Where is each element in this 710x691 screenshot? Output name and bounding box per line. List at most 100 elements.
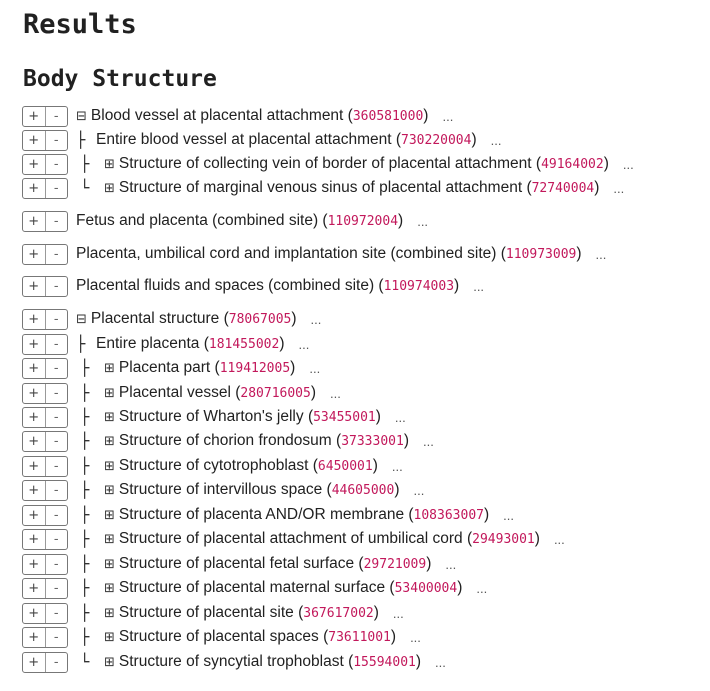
concept-code[interactable]: 181455002 <box>208 336 280 352</box>
exclude-button[interactable]: - <box>44 431 68 451</box>
include-button[interactable]: + <box>28 458 40 474</box>
more-options-icon[interactable]: ... <box>553 531 565 547</box>
expand-icon[interactable]: ⊞ <box>104 458 115 474</box>
expand-icon[interactable]: ⊞ <box>104 433 115 449</box>
exclude-button[interactable]: - <box>44 244 68 264</box>
concept-code[interactable]: 730220004 <box>401 132 472 148</box>
expand-icon[interactable]: ⊞ <box>104 482 115 498</box>
include-button[interactable]: + <box>28 580 40 596</box>
exclude-button[interactable]: - <box>44 106 68 126</box>
more-options-icon[interactable]: ... <box>392 605 404 621</box>
include-button[interactable]: + <box>28 278 40 294</box>
more-options-icon[interactable]: ... <box>503 507 514 523</box>
exclude-button[interactable]: - <box>44 603 68 623</box>
include-button[interactable]: + <box>28 531 40 547</box>
expand-icon[interactable]: ⊞ <box>104 654 115 670</box>
more-options-icon[interactable]: ... <box>330 385 341 401</box>
expand-icon[interactable]: ⊞ <box>104 629 115 645</box>
more-options-icon[interactable]: ... <box>622 156 634 172</box>
expand-icon[interactable]: ⊞ <box>104 409 115 425</box>
include-button[interactable]: + <box>28 336 40 352</box>
more-options-icon[interactable]: ... <box>310 311 322 327</box>
include-button[interactable]: + <box>28 654 40 670</box>
concept-code[interactable]: 110972004 <box>327 213 399 229</box>
include-button[interactable]: + <box>28 246 40 262</box>
exclude-button[interactable]: - <box>44 178 68 198</box>
exclude-button[interactable]: - <box>44 554 68 574</box>
expand-icon[interactable]: ⊞ <box>104 385 115 401</box>
expand-icon[interactable]: ⊞ <box>104 580 115 596</box>
more-options-icon[interactable]: ... <box>417 213 429 229</box>
more-options-icon[interactable]: ... <box>298 336 310 352</box>
include-button[interactable]: + <box>28 605 40 621</box>
include-button[interactable]: + <box>28 156 40 172</box>
more-options-icon[interactable]: ... <box>410 629 421 645</box>
include-button[interactable]: + <box>28 507 40 523</box>
more-options-icon[interactable]: ... <box>445 556 457 572</box>
concept-code[interactable]: 53400004 <box>394 580 458 596</box>
include-button[interactable]: + <box>28 629 40 645</box>
exclude-button[interactable]: - <box>44 578 68 598</box>
more-options-icon[interactable]: ... <box>413 482 425 498</box>
more-options-icon[interactable]: ... <box>391 458 403 474</box>
include-button[interactable]: + <box>28 385 40 401</box>
exclude-button[interactable]: - <box>44 652 68 672</box>
expand-icon[interactable]: ⊞ <box>104 180 115 196</box>
exclude-button[interactable]: - <box>44 309 68 329</box>
concept-code[interactable]: 367617002 <box>303 605 374 621</box>
concept-code[interactable]: 37333001 <box>341 433 404 449</box>
include-button[interactable]: + <box>28 556 40 572</box>
expand-icon[interactable]: ⊞ <box>104 156 115 172</box>
expand-icon[interactable]: ⊞ <box>104 556 115 572</box>
concept-code[interactable]: 110974003 <box>383 278 455 294</box>
concept-code[interactable]: 29493001 <box>472 531 535 547</box>
include-button[interactable]: + <box>28 409 40 425</box>
exclude-button[interactable]: - <box>44 383 68 403</box>
concept-code[interactable]: 73611001 <box>328 629 391 645</box>
concept-code[interactable]: 280716005 <box>240 385 311 401</box>
exclude-button[interactable]: - <box>44 480 68 500</box>
concept-code[interactable]: 119412005 <box>219 360 291 376</box>
more-options-icon[interactable]: ... <box>473 278 485 294</box>
exclude-button[interactable]: - <box>44 334 68 354</box>
include-button[interactable]: + <box>28 360 40 376</box>
more-options-icon[interactable]: ... <box>595 246 607 262</box>
expand-icon[interactable]: ⊞ <box>104 507 115 523</box>
exclude-button[interactable]: - <box>44 154 68 174</box>
exclude-button[interactable]: - <box>44 505 68 525</box>
expand-icon[interactable]: ⊞ <box>104 531 115 547</box>
more-options-icon[interactable]: ... <box>490 132 502 148</box>
concept-code[interactable]: 108363007 <box>413 507 484 523</box>
concept-code[interactable]: 44605000 <box>331 482 395 498</box>
more-options-icon[interactable]: ... <box>394 409 406 425</box>
include-button[interactable]: + <box>28 311 40 327</box>
concept-code[interactable]: 110973009 <box>505 246 577 262</box>
exclude-button[interactable]: - <box>44 407 68 427</box>
more-options-icon[interactable]: ... <box>309 360 321 376</box>
include-button[interactable]: + <box>28 132 40 148</box>
expand-icon[interactable]: ⊞ <box>104 360 115 376</box>
more-options-icon[interactable]: ... <box>442 108 454 124</box>
exclude-button[interactable]: - <box>44 627 68 647</box>
exclude-button[interactable]: - <box>44 456 68 476</box>
exclude-button[interactable]: - <box>44 130 68 150</box>
exclude-button[interactable]: - <box>44 529 68 549</box>
expand-icon[interactable]: ⊞ <box>104 605 115 621</box>
concept-code[interactable]: 29721009 <box>363 556 427 572</box>
more-options-icon[interactable]: ... <box>422 433 434 449</box>
concept-code[interactable]: 78067005 <box>228 311 292 327</box>
collapse-icon[interactable]: ⊟ <box>76 108 87 124</box>
exclude-button[interactable]: - <box>44 211 68 231</box>
include-button[interactable]: + <box>28 433 40 449</box>
exclude-button[interactable]: - <box>44 358 68 378</box>
concept-code[interactable]: 6450001 <box>317 458 373 474</box>
more-options-icon[interactable]: ... <box>476 580 488 596</box>
include-button[interactable]: + <box>28 180 40 196</box>
concept-code[interactable]: 72740004 <box>531 180 595 196</box>
exclude-button[interactable]: - <box>44 276 68 296</box>
more-options-icon[interactable]: ... <box>613 180 625 196</box>
concept-code[interactable]: 49164002 <box>541 156 604 172</box>
collapse-icon[interactable]: ⊟ <box>76 311 87 327</box>
include-button[interactable]: + <box>28 108 40 124</box>
concept-code[interactable]: 53455001 <box>313 409 376 425</box>
